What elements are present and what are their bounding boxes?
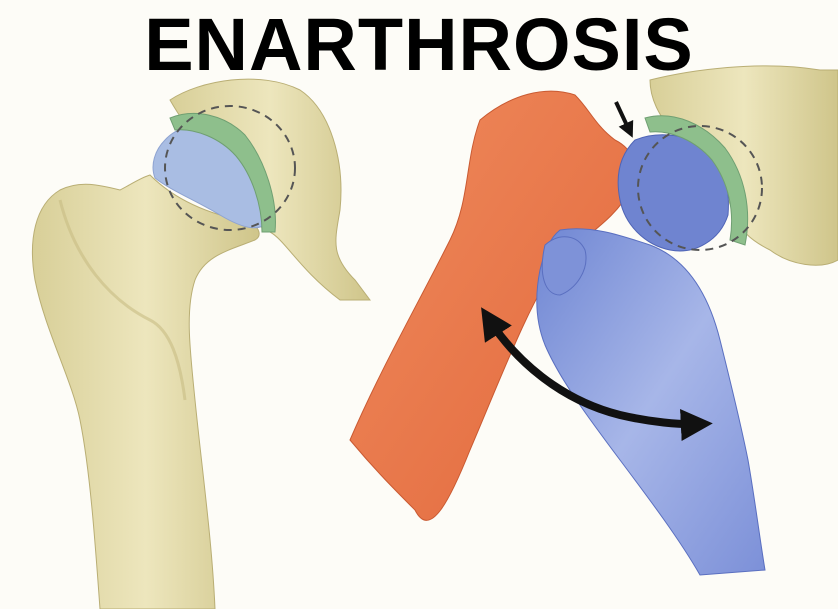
diagram-title: ENARTHROSIS — [0, 8, 838, 82]
left-femur — [32, 175, 259, 609]
down-arrow-icon — [616, 102, 630, 132]
